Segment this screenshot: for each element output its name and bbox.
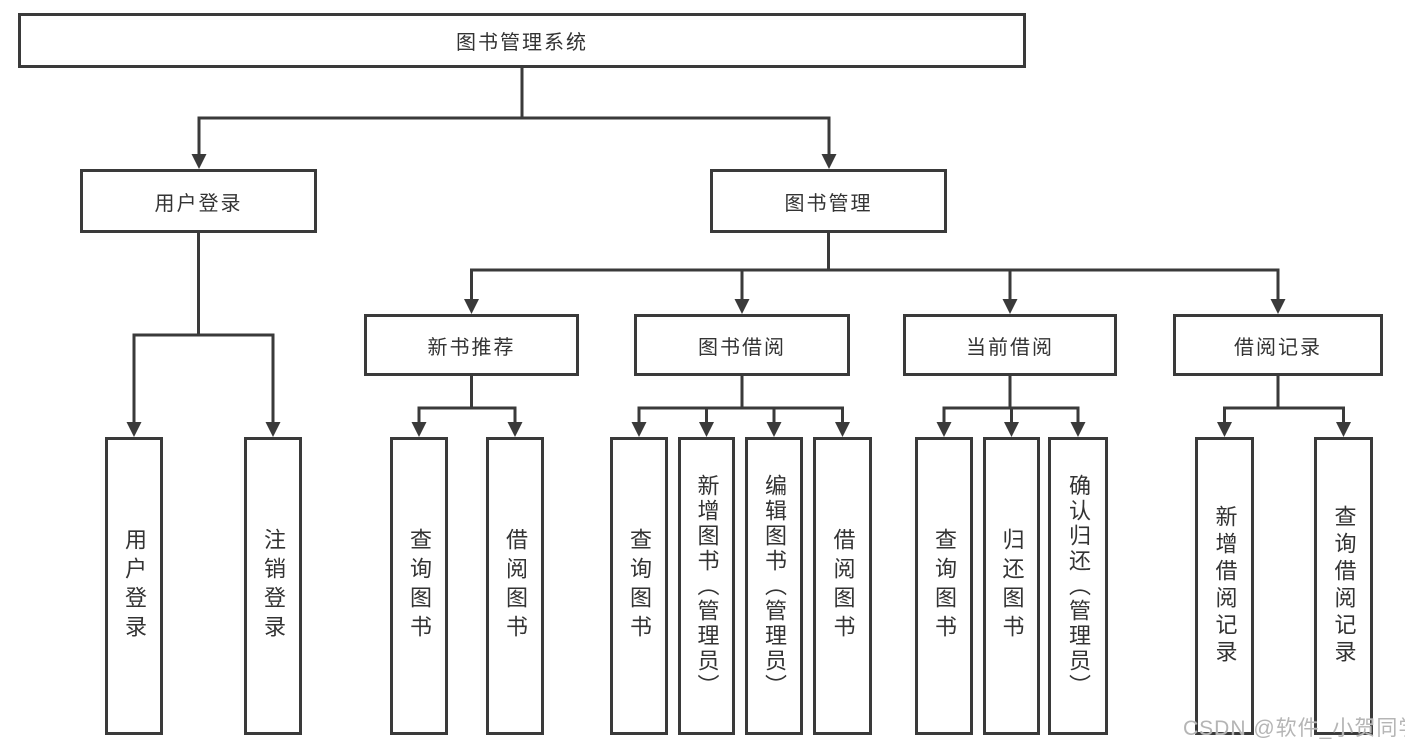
leaf-add-borrow-record: 新增借阅记录 <box>1195 437 1254 735</box>
leaf-borrow-books-recommend-label: 借阅图书 <box>503 528 528 644</box>
leaf-add-books-admin: 新增图书（管理员） <box>678 437 735 735</box>
node-current-borrow: 当前借阅 <box>903 314 1117 376</box>
leaf-query-books-borrow-label: 查询图书 <box>627 528 652 644</box>
leaf-borrow-books: 借阅图书 <box>813 437 872 735</box>
leaf-logout: 注销登录 <box>244 437 302 735</box>
node-root-system: 图书管理系统 <box>18 13 1026 68</box>
leaf-borrow-books-recommend: 借阅图书 <box>486 437 544 735</box>
leaf-query-books-current-label: 查询图书 <box>932 528 957 644</box>
leaf-query-books-current: 查询图书 <box>915 437 973 735</box>
node-user-login-label: 用户登录 <box>154 192 243 215</box>
leaf-borrow-books-label: 借阅图书 <box>830 528 856 644</box>
node-borrow-records: 借阅记录 <box>1173 314 1383 376</box>
leaf-add-books-admin-label: 新增图书（管理员） <box>694 473 720 699</box>
node-borrow-records-label: 借阅记录 <box>1234 336 1322 359</box>
watermark: CSDN @软件_小贺同学 <box>1183 717 1405 740</box>
leaf-user-login: 用户登录 <box>105 437 163 735</box>
leaf-edit-books-admin: 编辑图书（管理员） <box>745 437 803 735</box>
leaf-query-books-recommend: 查询图书 <box>390 437 448 735</box>
leaf-confirm-return-admin: 确认归还（管理员） <box>1048 437 1108 735</box>
node-book-management-label: 图书管理 <box>784 192 873 215</box>
leaf-return-books: 归还图书 <box>983 437 1040 735</box>
leaf-return-books-label: 归还图书 <box>999 528 1025 644</box>
node-new-book-recommend: 新书推荐 <box>364 314 579 376</box>
node-book-borrow: 图书借阅 <box>634 314 850 376</box>
node-book-borrow-label: 图书借阅 <box>698 336 786 359</box>
node-current-borrow-label: 当前借阅 <box>966 336 1054 359</box>
leaf-logout-label: 注销登录 <box>261 528 286 644</box>
node-user-login: 用户登录 <box>80 169 317 233</box>
leaf-add-borrow-record-label: 新增借阅记录 <box>1212 505 1238 667</box>
leaf-query-borrow-record: 查询借阅记录 <box>1314 437 1373 735</box>
node-root-system-label: 图书管理系统 <box>456 32 588 54</box>
leaf-edit-books-admin-label: 编辑图书（管理员） <box>762 473 787 699</box>
leaf-user-login-label: 用户登录 <box>122 528 147 644</box>
node-book-management: 图书管理 <box>710 169 947 233</box>
leaf-query-borrow-record-label: 查询借阅记录 <box>1331 505 1357 667</box>
leaf-confirm-return-admin-label: 确认归还（管理员） <box>1066 473 1091 699</box>
leaf-query-books-borrow: 查询图书 <box>610 437 668 735</box>
node-new-book-recommend-label: 新书推荐 <box>427 336 516 359</box>
leaf-query-books-recommend-label: 查询图书 <box>407 528 432 644</box>
